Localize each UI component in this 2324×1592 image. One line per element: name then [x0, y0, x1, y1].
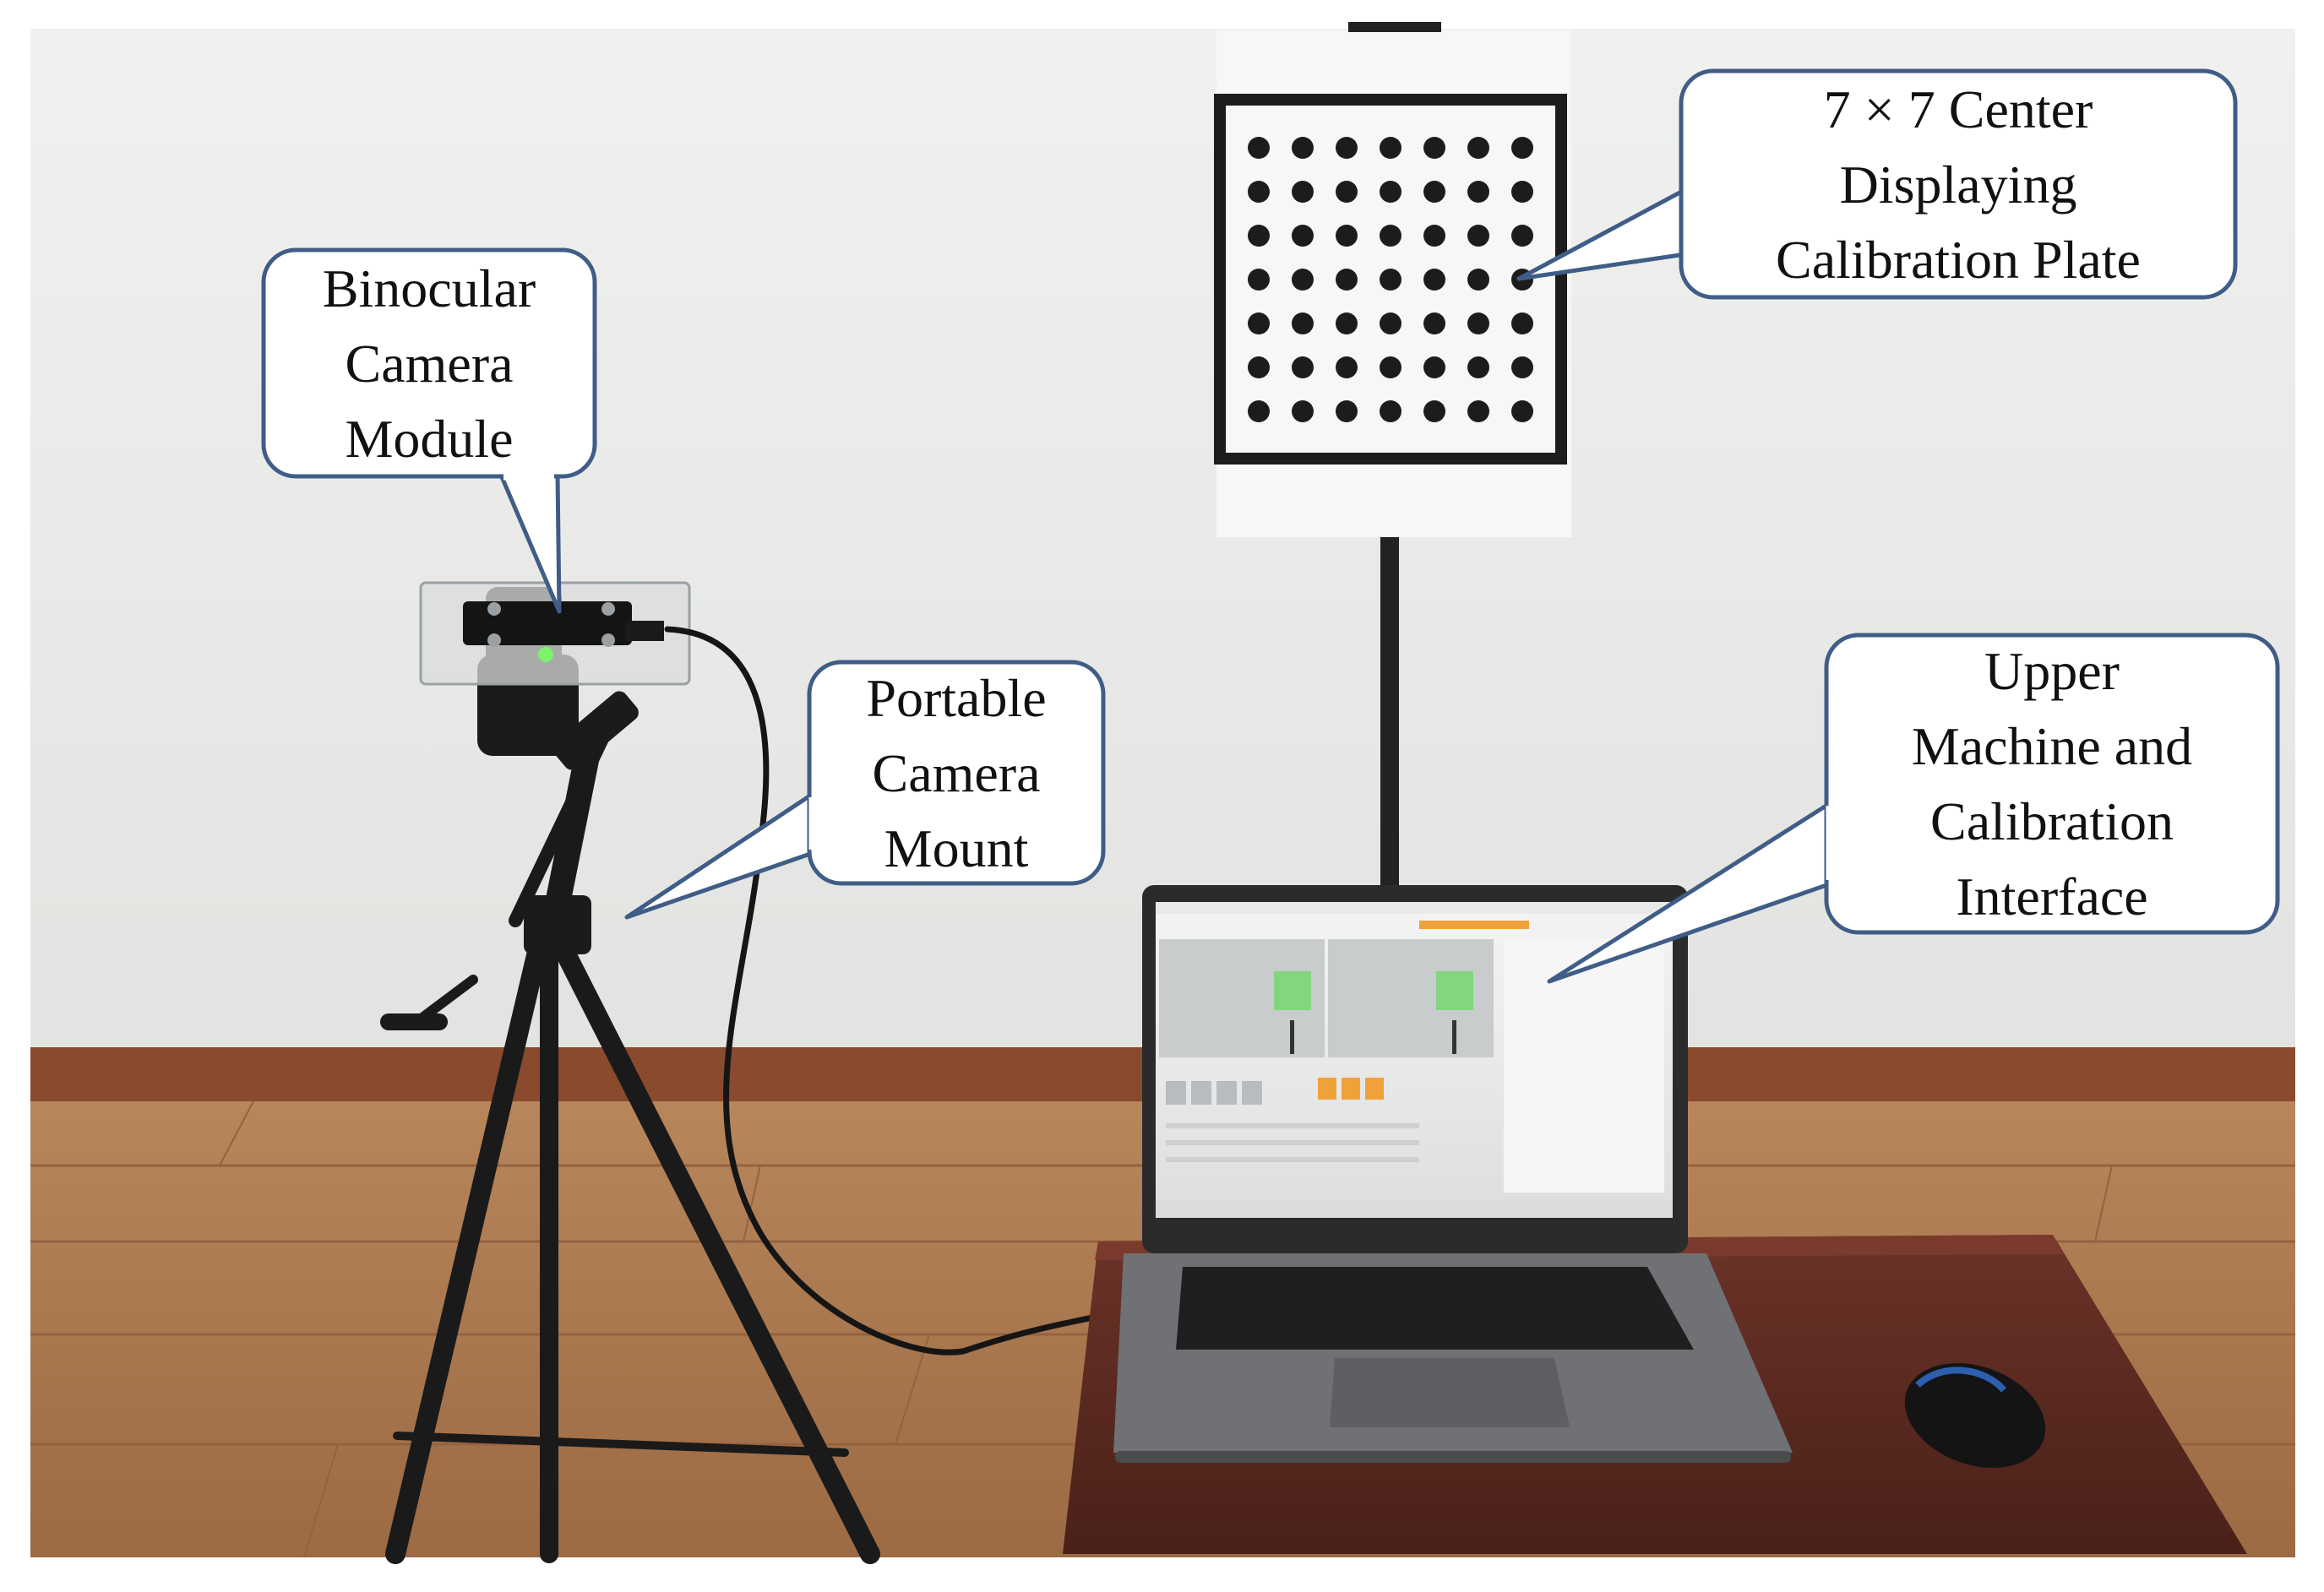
plate-dot: [1292, 137, 1314, 159]
plate-dot: [1336, 137, 1358, 159]
plate-dot: [1292, 312, 1314, 334]
plate-dot: [1336, 225, 1358, 247]
plate-dot: [1292, 225, 1314, 247]
plate-dot: [1423, 356, 1445, 378]
camera-cable: [664, 626, 1118, 1356]
plate-dot: [1423, 225, 1445, 247]
plate-dot: [1511, 312, 1533, 334]
plate-dot: [1248, 356, 1270, 378]
callout-text-mount: Portable Camera Mount: [866, 667, 1047, 878]
calibration-plate: [1214, 22, 1571, 537]
plate-dot: [1467, 400, 1489, 422]
plate-dot: [1423, 137, 1445, 159]
plate-dot: [1511, 400, 1533, 422]
callout-text-plate: 7 × 7 Center Displaying Calibration Plat…: [1776, 79, 2141, 290]
plate-dot: [1248, 312, 1270, 334]
plate-dot: [1423, 400, 1445, 422]
plate-dot: [1467, 269, 1489, 291]
plate-dot: [1467, 225, 1489, 247]
plate-dot: [1380, 137, 1401, 159]
plate-dot: [1248, 137, 1270, 159]
plate-dot: [1292, 400, 1314, 422]
plate-dot: [1380, 356, 1401, 378]
plate-dot: [1248, 225, 1270, 247]
plate-dot: [1292, 269, 1314, 291]
plate-dot: [1511, 181, 1533, 203]
plate-dot: [1380, 312, 1401, 334]
plate-dot: [1467, 181, 1489, 203]
laptop: [1113, 885, 1793, 1463]
plate-dot: [1511, 356, 1533, 378]
mouse: [1904, 1363, 2046, 1468]
tripod: [380, 720, 880, 1564]
plate-dot: [1511, 137, 1533, 159]
callout-laptop: [1547, 633, 2280, 984]
plate-dot: [1336, 312, 1358, 334]
plate-dot: [1380, 225, 1401, 247]
plate-dot: [1380, 181, 1401, 203]
plate-dot: [1423, 312, 1445, 334]
plate-dot: [1248, 400, 1270, 422]
callout-text-laptop: Upper Machine and Calibration Interface: [1911, 641, 2193, 926]
plate-dot: [1336, 181, 1358, 203]
plate-dot: [1467, 137, 1489, 159]
plate-dot: [1248, 269, 1270, 291]
plate-dot-grid: [1248, 137, 1533, 422]
plate-dot: [1248, 181, 1270, 203]
plate-dot: [1336, 269, 1358, 291]
callout-plate: [1516, 68, 2238, 300]
plate-dot: [1467, 356, 1489, 378]
plate-dot: [1380, 269, 1401, 291]
plate-dot: [1423, 181, 1445, 203]
plate-dot: [1380, 400, 1401, 422]
plate-dot: [1467, 312, 1489, 334]
callout-camera: [261, 247, 597, 614]
callout-mount: [624, 660, 1106, 920]
callout-text-camera: Binocular Camera Module: [322, 258, 536, 469]
plate-dot: [1511, 225, 1533, 247]
calibration-interface-screen: [1156, 902, 1673, 1218]
plate-dot: [1292, 181, 1314, 203]
plate-dot: [1292, 356, 1314, 378]
plate-dot: [1336, 356, 1358, 378]
plate-dot: [1336, 400, 1358, 422]
plate-dot: [1423, 269, 1445, 291]
